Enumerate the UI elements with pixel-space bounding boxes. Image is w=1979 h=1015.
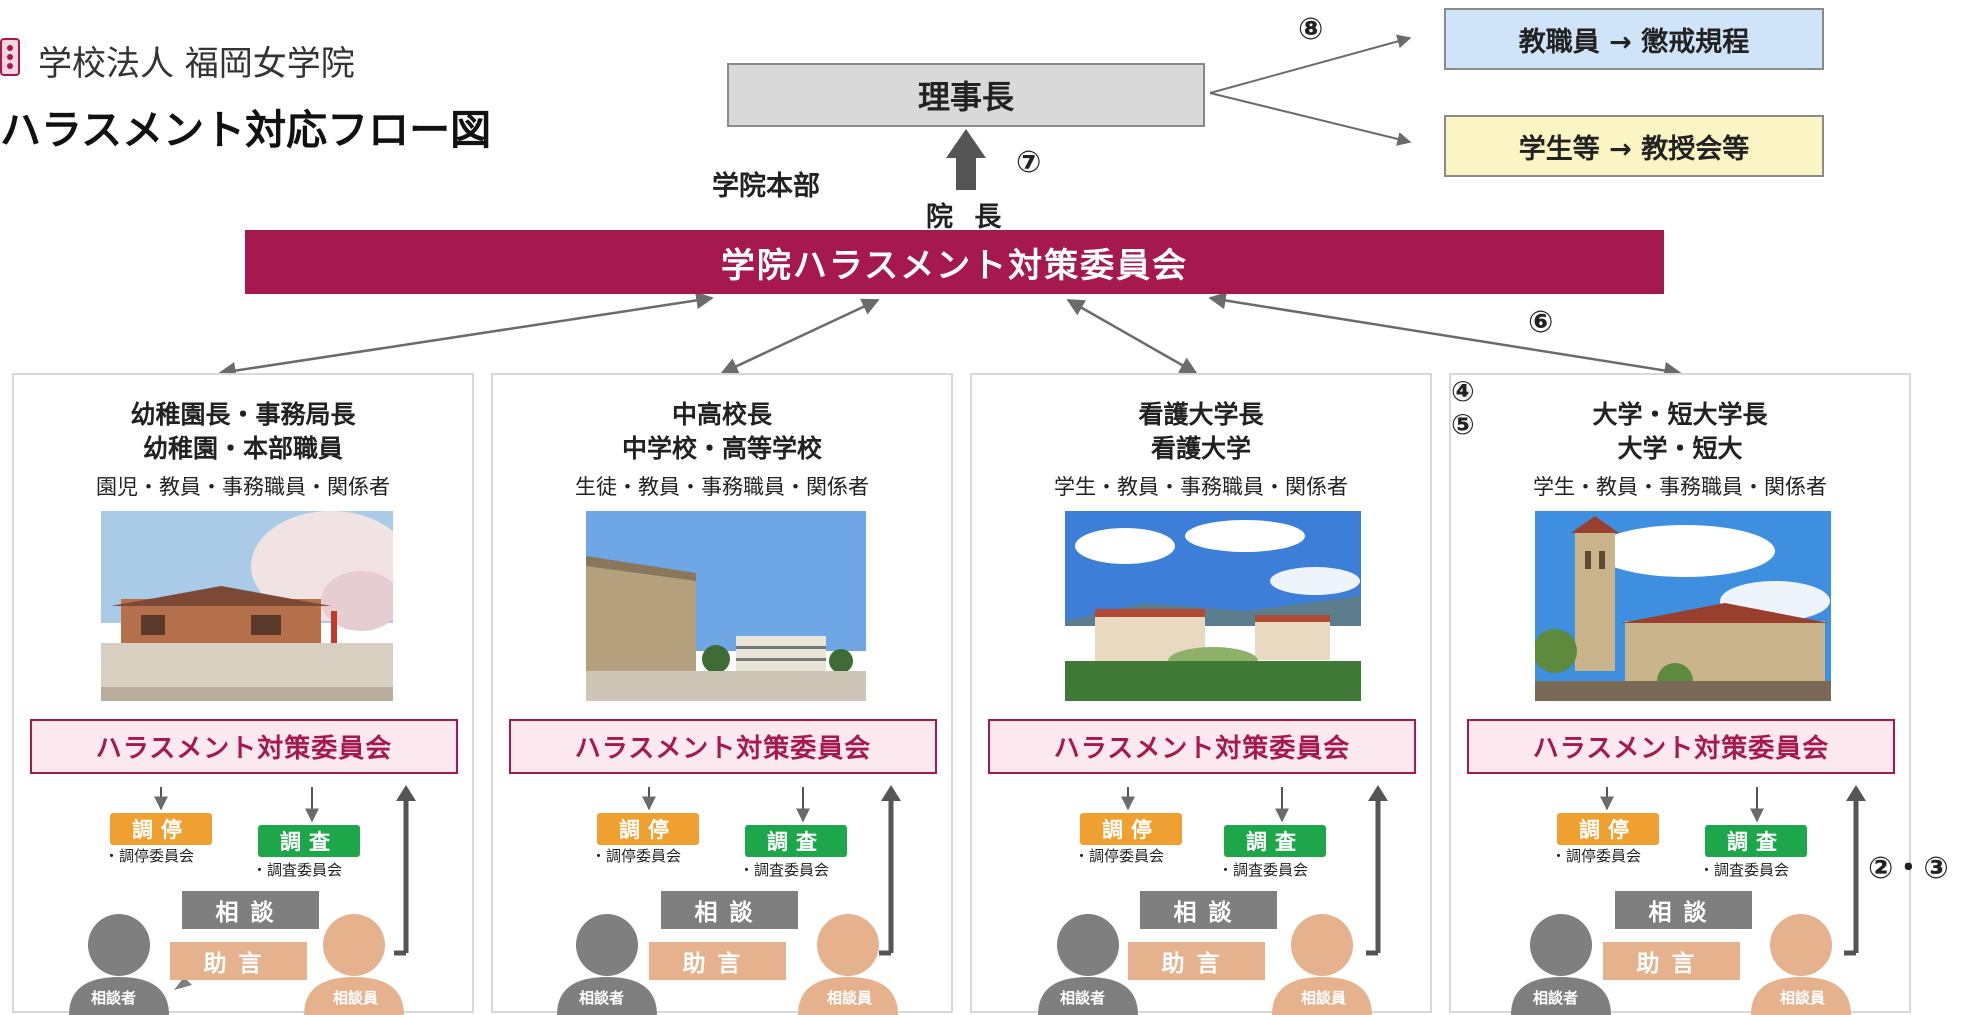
column-members: 学生・教員・事務職員・関係者 (1533, 475, 1827, 499)
university-photo (1535, 511, 1831, 701)
outcome-staff-box: 教職員 → 懲戒規程 (1444, 8, 1824, 70)
director-label: 院 長 (926, 202, 1008, 233)
counselor-label: 相談員 (1301, 989, 1347, 1007)
sub-committee-box: ハラスメント対策委員会 (509, 719, 937, 774)
mediation-badge: 調停 (597, 813, 699, 845)
mediation-committee-label: ・調停委員会 (591, 847, 682, 865)
counselor-label: 相談員 (1780, 989, 1826, 1007)
sub-committee-box: ハラスメント対策委員会 (30, 719, 458, 774)
step-6-label: ⑥ (1528, 305, 1554, 340)
advice-bubble: 助言 (170, 942, 307, 980)
column-unit: 中学校・高等学校 (621, 434, 822, 463)
step-2-3-label: ②・③ (1868, 851, 1949, 886)
page-title: ハラスメント対応フロー図 (0, 106, 492, 154)
sub-committee-box: ハラスメント対策委員会 (1467, 719, 1895, 774)
mediation-badge: 調停 (110, 813, 212, 845)
column-members: 学生・教員・事務職員・関係者 (1054, 475, 1348, 499)
column-unit: 大学・短大 (1617, 434, 1743, 463)
arrow-committee-col4 (1208, 291, 1682, 380)
counselor-label: 相談員 (333, 989, 379, 1007)
step-5-label: ⑤ (1451, 408, 1475, 441)
column-nursing-university: 看護大学長 看護大学 学生・教員・事務職員・関係者 ハラスメント対策委員会 調停… (970, 373, 1432, 1015)
chairman-box: 理事長 (727, 63, 1205, 127)
outcome-student-box: 学生等 → 教授会等 (1444, 115, 1824, 177)
organization-name: 学校法人 福岡女学院 (38, 44, 355, 84)
column-head: 中高校長 (671, 400, 772, 429)
kindergarten-photo (101, 511, 393, 701)
arrow-to-student (1209, 92, 1412, 146)
consulter-label: 相談者 (91, 989, 137, 1007)
consult-bubble: 相談 (182, 891, 319, 929)
nursing-photo (1065, 511, 1361, 701)
column-unit: 幼稚園・本部職員 (142, 434, 343, 463)
column-unit: 看護大学 (1150, 434, 1251, 463)
consulter-label: 相談者 (1533, 989, 1579, 1007)
step-4-label: ④ (1451, 375, 1475, 408)
headquarters-label: 学院本部 (712, 171, 820, 202)
mediation-committee-label: ・調停委員会 (104, 847, 195, 865)
investigation-badge: 調査 (1224, 825, 1326, 857)
main-committee-banner: 学院ハラスメント対策委員会 (245, 230, 1664, 294)
advice-bubble: 助言 (1128, 942, 1265, 980)
column-junior-senior-high: 中高校長 中学校・高等学校 生徒・教員・事務職員・関係者 ハラスメント対策委員会… (491, 373, 953, 1015)
column-head: 幼稚園長・事務局長 (130, 400, 356, 429)
arrow-committee-col1 (218, 291, 714, 380)
investigation-committee-label: ・調査委員会 (252, 861, 343, 879)
column-members: 生徒・教員・事務職員・関係者 (575, 475, 869, 499)
mediation-badge: 調停 (1557, 813, 1659, 845)
consulter-label: 相談者 (579, 989, 625, 1007)
logo-icon (0, 38, 20, 76)
counselor-label: 相談員 (827, 989, 873, 1007)
investigation-badge: 調査 (745, 825, 847, 857)
column-university-junior-college: 大学・短大学長 大学・短大 学生・教員・事務職員・関係者 ハラスメント対策委員会 (1449, 373, 1911, 1015)
school-photo (586, 511, 866, 701)
investigation-badge: 調査 (1705, 825, 1807, 857)
advice-bubble: 助言 (649, 942, 786, 980)
investigation-committee-label: ・調査委員会 (739, 861, 830, 879)
mediation-committee-label: ・調停委員会 (1074, 847, 1165, 865)
mediation-committee-label: ・調停委員会 (1551, 847, 1642, 865)
arrow-committee-col3 (1066, 298, 1198, 375)
arrow-up-to-chairman (946, 129, 986, 190)
investigation-badge: 調査 (258, 825, 360, 857)
mediation-badge: 調停 (1080, 813, 1182, 845)
arrow-committee-col2 (720, 298, 880, 375)
consult-bubble: 相談 (1615, 891, 1752, 929)
consult-bubble: 相談 (661, 891, 798, 929)
step-7-label: ⑦ (1016, 145, 1042, 180)
investigation-committee-label: ・調査委員会 (1218, 861, 1309, 879)
investigation-committee-label: ・調査委員会 (1699, 861, 1790, 879)
column-members: 園児・教員・事務職員・関係者 (96, 475, 390, 499)
step-8-label: ⑧ (1298, 12, 1324, 47)
consulter-label: 相談者 (1060, 989, 1106, 1007)
column-head: 看護大学長 (1138, 400, 1264, 429)
sub-committee-box: ハラスメント対策委員会 (988, 719, 1416, 774)
column-kindergarten: 幼稚園長・事務局長 幼稚園・本部職員 園児・教員・事務職員・関係者 ハラスメント… (12, 373, 474, 1015)
consult-bubble: 相談 (1140, 891, 1277, 929)
advice-bubble: 助言 (1603, 942, 1740, 980)
column-head: 大学・短大学長 (1592, 400, 1768, 429)
